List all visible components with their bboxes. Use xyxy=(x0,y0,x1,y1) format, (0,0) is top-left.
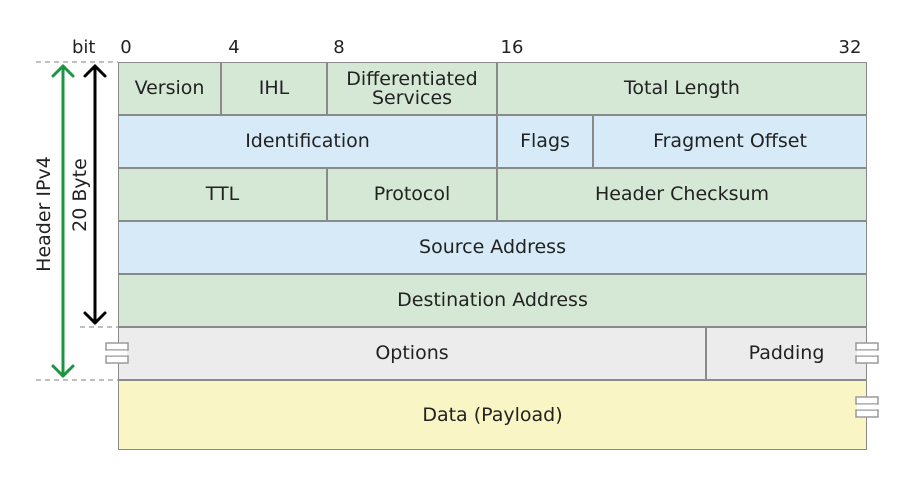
break-mark-left-2 xyxy=(105,355,129,364)
field-differentiated-services: Differentiated Services xyxy=(327,62,497,115)
header-length-arrow xyxy=(51,64,75,378)
dashed-guides xyxy=(36,61,118,381)
break-mark-payload-2 xyxy=(855,409,879,418)
field-destination-address: Destination Address xyxy=(118,274,867,327)
bit-tick-8: 8 xyxy=(333,37,345,58)
break-mark-right xyxy=(855,342,879,351)
field-options: Options xyxy=(118,327,706,380)
twenty-byte-label: 20 Byte xyxy=(69,158,91,232)
bit-tick-32: 32 xyxy=(838,37,862,58)
bit-tick-0: 0 xyxy=(120,37,132,58)
field-identification: Identification xyxy=(118,115,497,168)
field-flags: Flags xyxy=(497,115,593,168)
break-mark-left xyxy=(105,342,129,351)
field-source-address: Source Address xyxy=(118,221,867,274)
field-padding: Padding xyxy=(706,327,867,380)
bit-unit-label: bit xyxy=(72,37,96,58)
field-total-length: Total Length xyxy=(497,62,867,115)
field-version: Version xyxy=(118,62,221,115)
header-ipv4-label: Header IPv4 xyxy=(33,156,55,272)
fixed-header-arrow xyxy=(83,64,107,325)
field-ttl: TTL xyxy=(118,168,327,221)
break-mark-payload xyxy=(855,396,879,405)
field-ihl: IHL xyxy=(221,62,327,115)
break-marks xyxy=(105,342,879,418)
bit-tick-16: 16 xyxy=(500,37,524,58)
field-fragment-offset: Fragment Offset xyxy=(593,115,867,168)
field-protocol: Protocol xyxy=(327,168,497,221)
field-header-checksum: Header Checksum xyxy=(497,168,867,221)
bit-tick-4: 4 xyxy=(228,37,240,58)
field-data-payload: Data (Payload) xyxy=(118,380,867,450)
break-mark-right-2 xyxy=(855,355,879,364)
